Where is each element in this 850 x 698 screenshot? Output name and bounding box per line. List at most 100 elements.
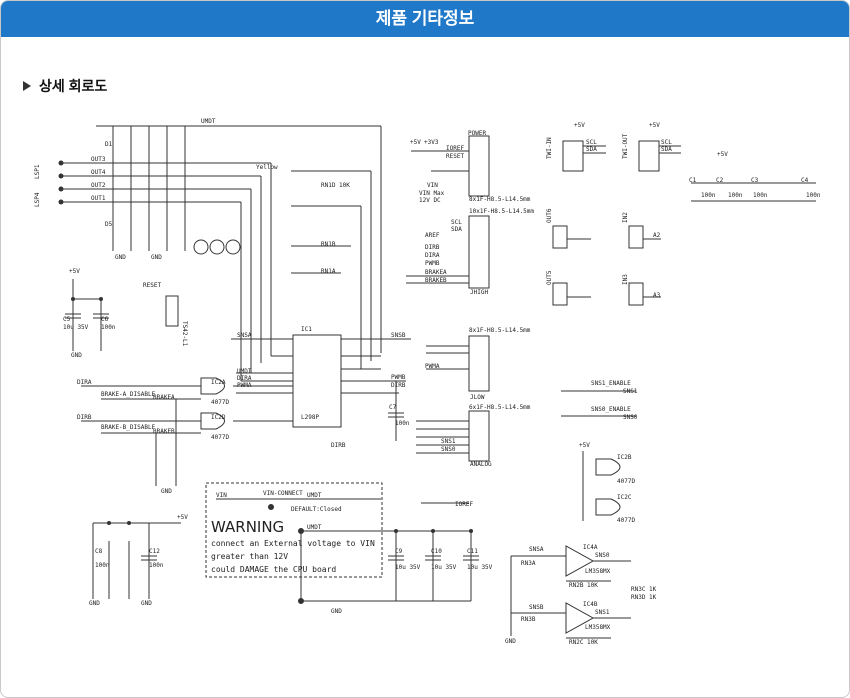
sns0-label: SNS0 [623, 414, 638, 421]
warning-title: WARNING [211, 518, 284, 536]
brakea-gate: BRAKEA [153, 394, 175, 401]
c8-name: C8 [95, 548, 103, 555]
c7-value: 100n [395, 420, 410, 427]
c6-value: 100n [101, 324, 116, 331]
brake-a-disable: BRAKE-A_DISABLE [101, 391, 156, 398]
a2-label: A2 [653, 232, 661, 239]
sns1-label: SNS1 [623, 388, 638, 395]
plus5v-label-1: +5V [410, 139, 421, 146]
diode-d1-label: D1 [105, 141, 113, 148]
led-color-label: Yellow [256, 164, 278, 171]
in2-label: IN2 [622, 212, 629, 223]
header-6x1-label: 6x1F-H8.5-L14.5mm [469, 404, 531, 411]
left-dira: DIRA [77, 379, 92, 386]
opamp2-rin: RN3B [521, 616, 536, 623]
opamp1-in-label: SNSA [529, 546, 544, 553]
opamp1-rin: RN3A [521, 560, 536, 567]
twi-in-label: TWI-IN [546, 137, 553, 159]
resistor-rn1d-label: RN1D 10K [321, 182, 350, 189]
opamp2-in-label: SNSB [529, 604, 544, 611]
twi-out-label: TWI-OUT [622, 133, 629, 159]
header-10x1-label: 10x1F-H8.5-L14.5mm [469, 208, 534, 215]
brake-gnd: GND [161, 488, 172, 495]
dira-label: DIRA [425, 252, 440, 259]
opamp2-rfb: RN2C 10K [569, 639, 598, 646]
opamp1-part: LM358MX [585, 568, 611, 575]
c5-name: C5 [63, 316, 71, 323]
sns0-analog-label: SNS0 [441, 446, 456, 453]
panel-header: 제품 기타정보 [1, 1, 849, 37]
c10-name: C10 [431, 548, 442, 555]
triangle-bullet-icon [23, 81, 31, 91]
out1-label: OUT1 [91, 195, 106, 202]
power-header-title: POWER [468, 130, 486, 137]
ic2a-label: IC2A [211, 379, 226, 386]
aref-label: AREF [425, 232, 440, 239]
ic1-dira: DIRA [237, 375, 252, 382]
ic1-dirb-bottom: DIRB [331, 442, 346, 449]
pwma-label: PWMA [425, 363, 440, 370]
opamp1-out: SNS0 [595, 552, 610, 559]
ic1-pwmb: PWMB [391, 374, 406, 381]
opamp1-name: IC4A [583, 544, 598, 551]
sns1-enable-label: SNS1_ENABLE [591, 380, 631, 387]
pwmb-label: PWMB [425, 260, 440, 267]
gnd-label-1: GND [115, 254, 126, 261]
out6-label: OUT6 [546, 208, 553, 223]
ic1-dirb: DIRB [391, 382, 406, 389]
out4-label: OUT4 [91, 169, 106, 176]
opamp2-part: LM358MX [585, 624, 611, 631]
brakea-label: BRAKEA [425, 269, 447, 276]
cap-c2-value: 100n [728, 192, 743, 199]
bottom-gnd-1: GND [89, 600, 100, 607]
brake-b-disable: BRAKE-B_DISABLE [101, 424, 156, 431]
ic2b-label: IC2B [617, 454, 632, 461]
warning-line3: could DAMAGE the CPU board [211, 565, 336, 574]
vin-box-label: VIN [216, 492, 227, 499]
twi-out-5v: +5V [649, 122, 660, 129]
umdt-box-label: UMDT [307, 492, 322, 499]
ic2d-label: IC2D [211, 414, 226, 421]
ic2c-part: 4077D [617, 517, 635, 524]
c5-value: 10u 35V [63, 324, 89, 331]
ic2d-part: 4077D [211, 434, 229, 441]
cap-c1-name: C1 [689, 177, 697, 184]
twi-out-sda: SDA [661, 146, 672, 153]
opamp2-out: SNS1 [595, 609, 610, 616]
plus3v3-label: +3V3 [424, 139, 439, 146]
c11-value: 10u 35V [467, 564, 493, 571]
opamp1-rfb: RN2B 10K [569, 582, 598, 589]
vin-label: VIN [427, 182, 438, 189]
twi-out-scl: SCL [661, 139, 672, 146]
ioref-bottom-label: IOREF [455, 501, 473, 508]
twi-in-sda: SDA [586, 146, 597, 153]
rn3c-label: RN3C 1K [631, 586, 657, 593]
vin-max-label: VIN Max [419, 190, 445, 197]
brakeb-gate: BRAKEB [153, 428, 175, 435]
ic1-label: IC1 [301, 326, 312, 333]
gnd-label-2: GND [151, 254, 162, 261]
ioref-pin-label: IOREF [446, 145, 464, 152]
cap-c4-name: C4 [801, 177, 809, 184]
cap-c2-name: C2 [716, 177, 724, 184]
scl-label: SCL [451, 219, 462, 226]
ic2c-label: IC2C [617, 494, 632, 501]
opamp2-name: IC4B [583, 601, 598, 608]
lsp4-label: LSP4 [34, 192, 41, 207]
twi-in-5v: +5V [574, 122, 585, 129]
ic1-chip: L298P [301, 414, 319, 421]
bottom-5v-label: +5V [177, 514, 188, 521]
c5-gnd: GND [71, 352, 82, 359]
a3-label: A3 [653, 292, 661, 299]
brakeb-label: BRAKEB [425, 277, 447, 284]
sda-label: SDA [451, 226, 462, 233]
ic1-pwma: PWMA [237, 382, 252, 389]
caps-5v: +5V [717, 151, 728, 158]
cap-c4-value: 100n [806, 192, 821, 199]
resistor-rn1a-label: RN1A [321, 268, 336, 275]
opamp-gnd: GND [505, 638, 516, 645]
vin-12v-label: 12V DC [419, 197, 441, 204]
ic2a-part: 4077D [211, 399, 229, 406]
diode-d5-label: D5 [105, 221, 113, 228]
cap-row-gnd: GND [331, 608, 342, 615]
